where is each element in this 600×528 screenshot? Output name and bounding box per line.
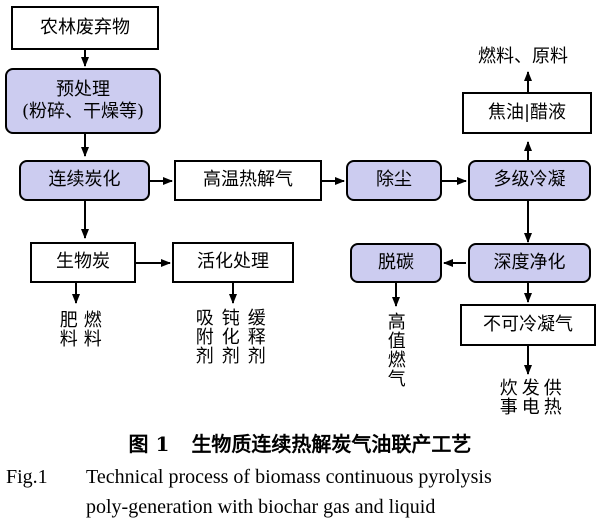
output-fertilizer: 肥料 [56,310,78,348]
node-activate-label: 活化处理 [197,251,269,273]
node-deep-purify: 深度净化 [468,243,591,283]
node-decarbon-label: 脱碳 [378,251,414,273]
figure-number-cn: 图 1 [128,432,170,456]
node-waste-label: 农林废弃物 [40,16,130,38]
output-slow-release: 缓释剂 [244,308,266,365]
output-heating: 供热 [540,378,562,416]
output-fuel: 燃料 [80,310,102,348]
node-condense-label: 多级冷凝 [493,169,566,191]
output-passivator: 钝化剂 [218,308,240,365]
node-noncondensable: 不可冷凝气 [460,304,596,346]
figure-title-en-line2: poly-generation with biochar gas and liq… [86,496,436,518]
output-adsorbent: 吸附剂 [192,308,214,365]
node-decarbon: 脱碳 [350,243,442,283]
node-deep-purify-label: 深度净化 [493,251,566,273]
figure-caption-en: Fig.1 Technical process of biomass contin… [6,462,598,522]
figure-title-cn: 生物质连续热解炭气油联产工艺 [191,432,472,456]
node-carbonize-label: 连续炭化 [48,169,121,191]
node-pretreat-sublabel: (粉碎、干燥等) [21,101,145,122]
node-pretreat: 预处理 (粉碎、干燥等) [5,68,161,134]
node-tar-vinegar: 焦油|醋液 [462,92,592,134]
figure-title-en-line1: Technical process of biomass continuous … [86,466,492,488]
node-dedust-label: 除尘 [376,169,412,191]
node-dedust: 除尘 [346,160,442,201]
output-fuel-raw: 燃料、原料 [478,46,568,67]
node-hightemp-gas-label: 高温热解气 [203,169,293,191]
node-biochar: 生物炭 [30,242,136,283]
node-noncondensable-label: 不可冷凝气 [483,313,573,335]
node-tar-vinegar-label: 焦油|醋液 [487,101,567,123]
node-biochar-label: 生物炭 [56,251,110,273]
figure-number-en: Fig.1 [6,466,48,488]
output-cooking: 炊事 [496,378,518,416]
node-waste: 农林废弃物 [11,6,159,50]
output-power: 发电 [518,378,540,416]
node-carbonize: 连续炭化 [19,160,150,201]
node-pretreat-label: 预处理 [55,78,110,100]
node-activate: 活化处理 [172,242,294,283]
node-hightemp-gas: 高温热解气 [174,160,322,201]
output-high-value-gas: 高值燃气 [384,312,406,388]
figure-caption-cn: 图 1 生物质连续热解炭气油联产工艺 [0,428,600,457]
node-condense: 多级冷凝 [468,160,591,201]
